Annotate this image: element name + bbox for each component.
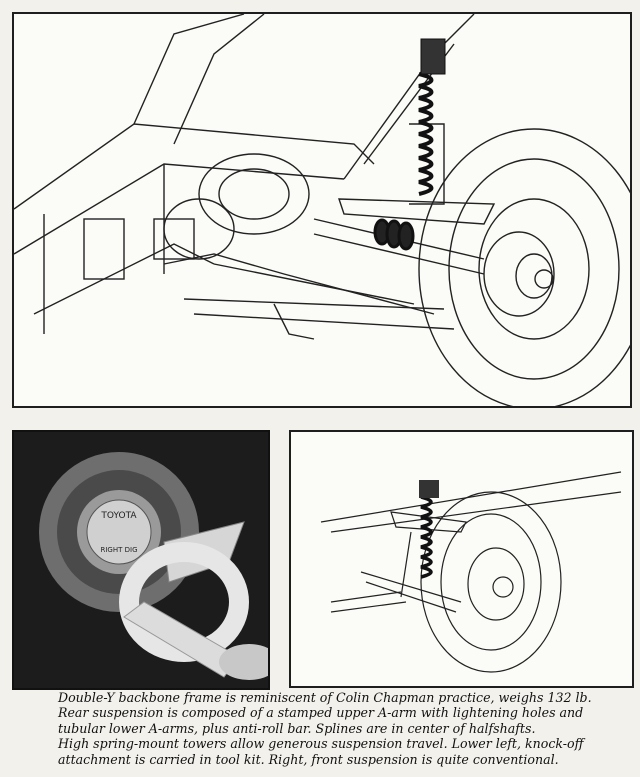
rear-suspension-illustration [12,12,632,408]
caption-line-4: High spring-mount towers allow generous … [58,736,584,752]
caption-line-1: Double-Y backbone frame is reminiscent o… [58,690,592,705]
caption-line-3: tubular lower A-arms, plus anti-roll bar… [58,720,536,736]
front-suspension-illustration [289,430,634,688]
hub-cap-direction: RIGHT DIG [101,546,138,554]
front-suspension-drawing [320,471,622,673]
knock-off-photo: TOYOTA RIGHT DIG [12,430,270,690]
knock-off-drawing: TOYOTA RIGHT DIG [14,432,268,688]
caption-line-5: attachment is carried in tool kit. Right… [58,751,559,767]
figure-caption: Double-Y backbone frame is reminiscent o… [58,690,633,767]
hub-cap-brand: TOYOTA [100,511,137,521]
rear-suspension-drawing [14,14,630,406]
caption-line-2: Rear suspension is composed of a stamped… [58,705,584,721]
